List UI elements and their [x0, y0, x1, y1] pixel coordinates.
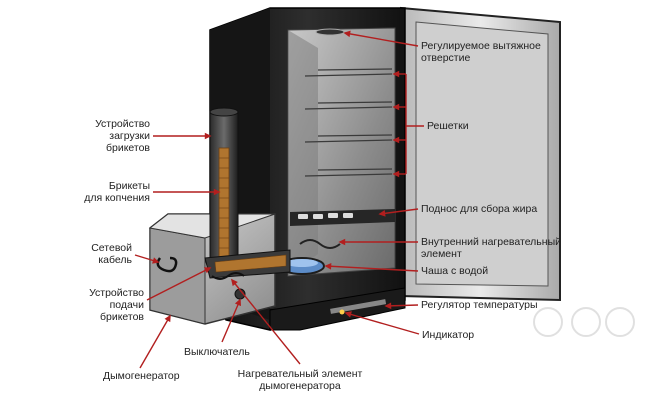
label-water-bowl-line1: Чаша с водой	[421, 265, 489, 277]
label-briquette-loader-line2: загрузки	[109, 130, 150, 142]
label-smoking-briquettes-line1: Брикеты	[108, 180, 150, 192]
leader-switch	[221, 299, 241, 343]
label-fat-tray-line1: Поднос для сбора жира	[421, 203, 538, 215]
label-briquette-feeder-line2: подачи	[109, 299, 144, 311]
leader-smoke-generator-arrowhead	[164, 314, 171, 323]
leader-grates-1-arrowhead	[392, 70, 400, 78]
indicator-light	[339, 309, 345, 315]
label-smoke-heater: Нагревательный элемент дымогенератора	[232, 368, 368, 392]
leader-smoke-heater	[231, 279, 301, 365]
inner-heater	[299, 239, 341, 249]
label-power-cable: Сетевой кабель	[60, 242, 132, 266]
label-smoking-briquettes: Брикеты для копчения	[60, 180, 150, 204]
label-vent-line1: Регулируемое вытяжное	[421, 40, 541, 52]
leader-smoke-generator	[139, 315, 171, 369]
vent	[315, 28, 345, 36]
leader-switch-arrowhead	[234, 298, 241, 307]
label-briquette-loader-line3: брикетов	[105, 142, 150, 154]
label-power-cable-line1: Сетевой	[91, 242, 132, 254]
briquettes-stack	[218, 147, 230, 259]
leader-water-bowl-arrowhead	[324, 262, 332, 270]
leader-vent	[344, 32, 419, 47]
label-briquette-feeder-line3: брикетов	[99, 311, 144, 323]
leader-grates-2-arrowhead	[392, 103, 400, 111]
temp-regulator-slot	[330, 299, 387, 314]
smoke-heater	[211, 272, 245, 280]
label-power-cable-line2: кабель	[98, 254, 132, 266]
leader-vent-arrowhead	[343, 30, 351, 38]
leader-power-cable-arrowhead	[152, 257, 160, 264]
label-briquette-loader-line1: Устройство	[95, 118, 150, 130]
leader-grates-4-arrowhead	[392, 170, 400, 178]
label-inner-heater-line2: элемент	[421, 248, 462, 260]
fat-tray	[290, 209, 395, 226]
power-cable	[156, 256, 178, 273]
leader-fat-tray	[379, 208, 419, 215]
label-temp-regulator-line1: Регулятор температуры	[421, 299, 538, 311]
label-smoke-heater-line1: Нагревательный элемент	[237, 368, 363, 380]
leader-smoking-briquettes-arrowhead	[213, 188, 221, 196]
leader-briquette-loader-arrowhead	[204, 132, 212, 140]
label-indicator-line1: Индикатор	[422, 329, 475, 341]
leader-inner-heater-arrowhead	[338, 238, 346, 246]
label-smoke-heater-line2: дымогенератора	[259, 380, 341, 392]
leader-temp-regulator-arrowhead	[384, 302, 392, 310]
label-switch-line1: Выключатель	[184, 346, 250, 358]
label-grates-line1: Решетки	[427, 120, 469, 132]
leader-lines	[134, 30, 424, 369]
racks	[304, 68, 393, 177]
leader-water-bowl	[325, 265, 419, 272]
leader-grates-3-arrowhead	[392, 136, 400, 144]
leader-indicator	[345, 312, 420, 335]
leader-briquette-feeder-arrowhead	[203, 267, 212, 274]
label-vent-line2: отверстие	[421, 52, 471, 64]
watermark	[533, 307, 635, 337]
leader-fat-tray-arrowhead	[378, 210, 386, 217]
label-briquette-loader: Устройство загрузки брикетов	[74, 118, 150, 154]
leader-indicator-arrowhead	[344, 311, 352, 318]
door-panel	[415, 21, 549, 287]
label-inner-heater-line1: Внутренний нагревательный	[421, 236, 561, 248]
label-briquette-feeder-line1: Устройство	[89, 287, 144, 299]
label-smoking-briquettes-line2: для копчения	[84, 192, 150, 204]
leader-temp-regulator	[385, 304, 419, 307]
label-smoke-generator-line1: Дымогенератор	[103, 370, 180, 382]
label-briquette-feeder: Устройство подачи брикетов	[60, 287, 144, 323]
leader-briquette-feeder	[146, 267, 211, 301]
leader-smoke-heater-arrowhead	[230, 278, 238, 287]
